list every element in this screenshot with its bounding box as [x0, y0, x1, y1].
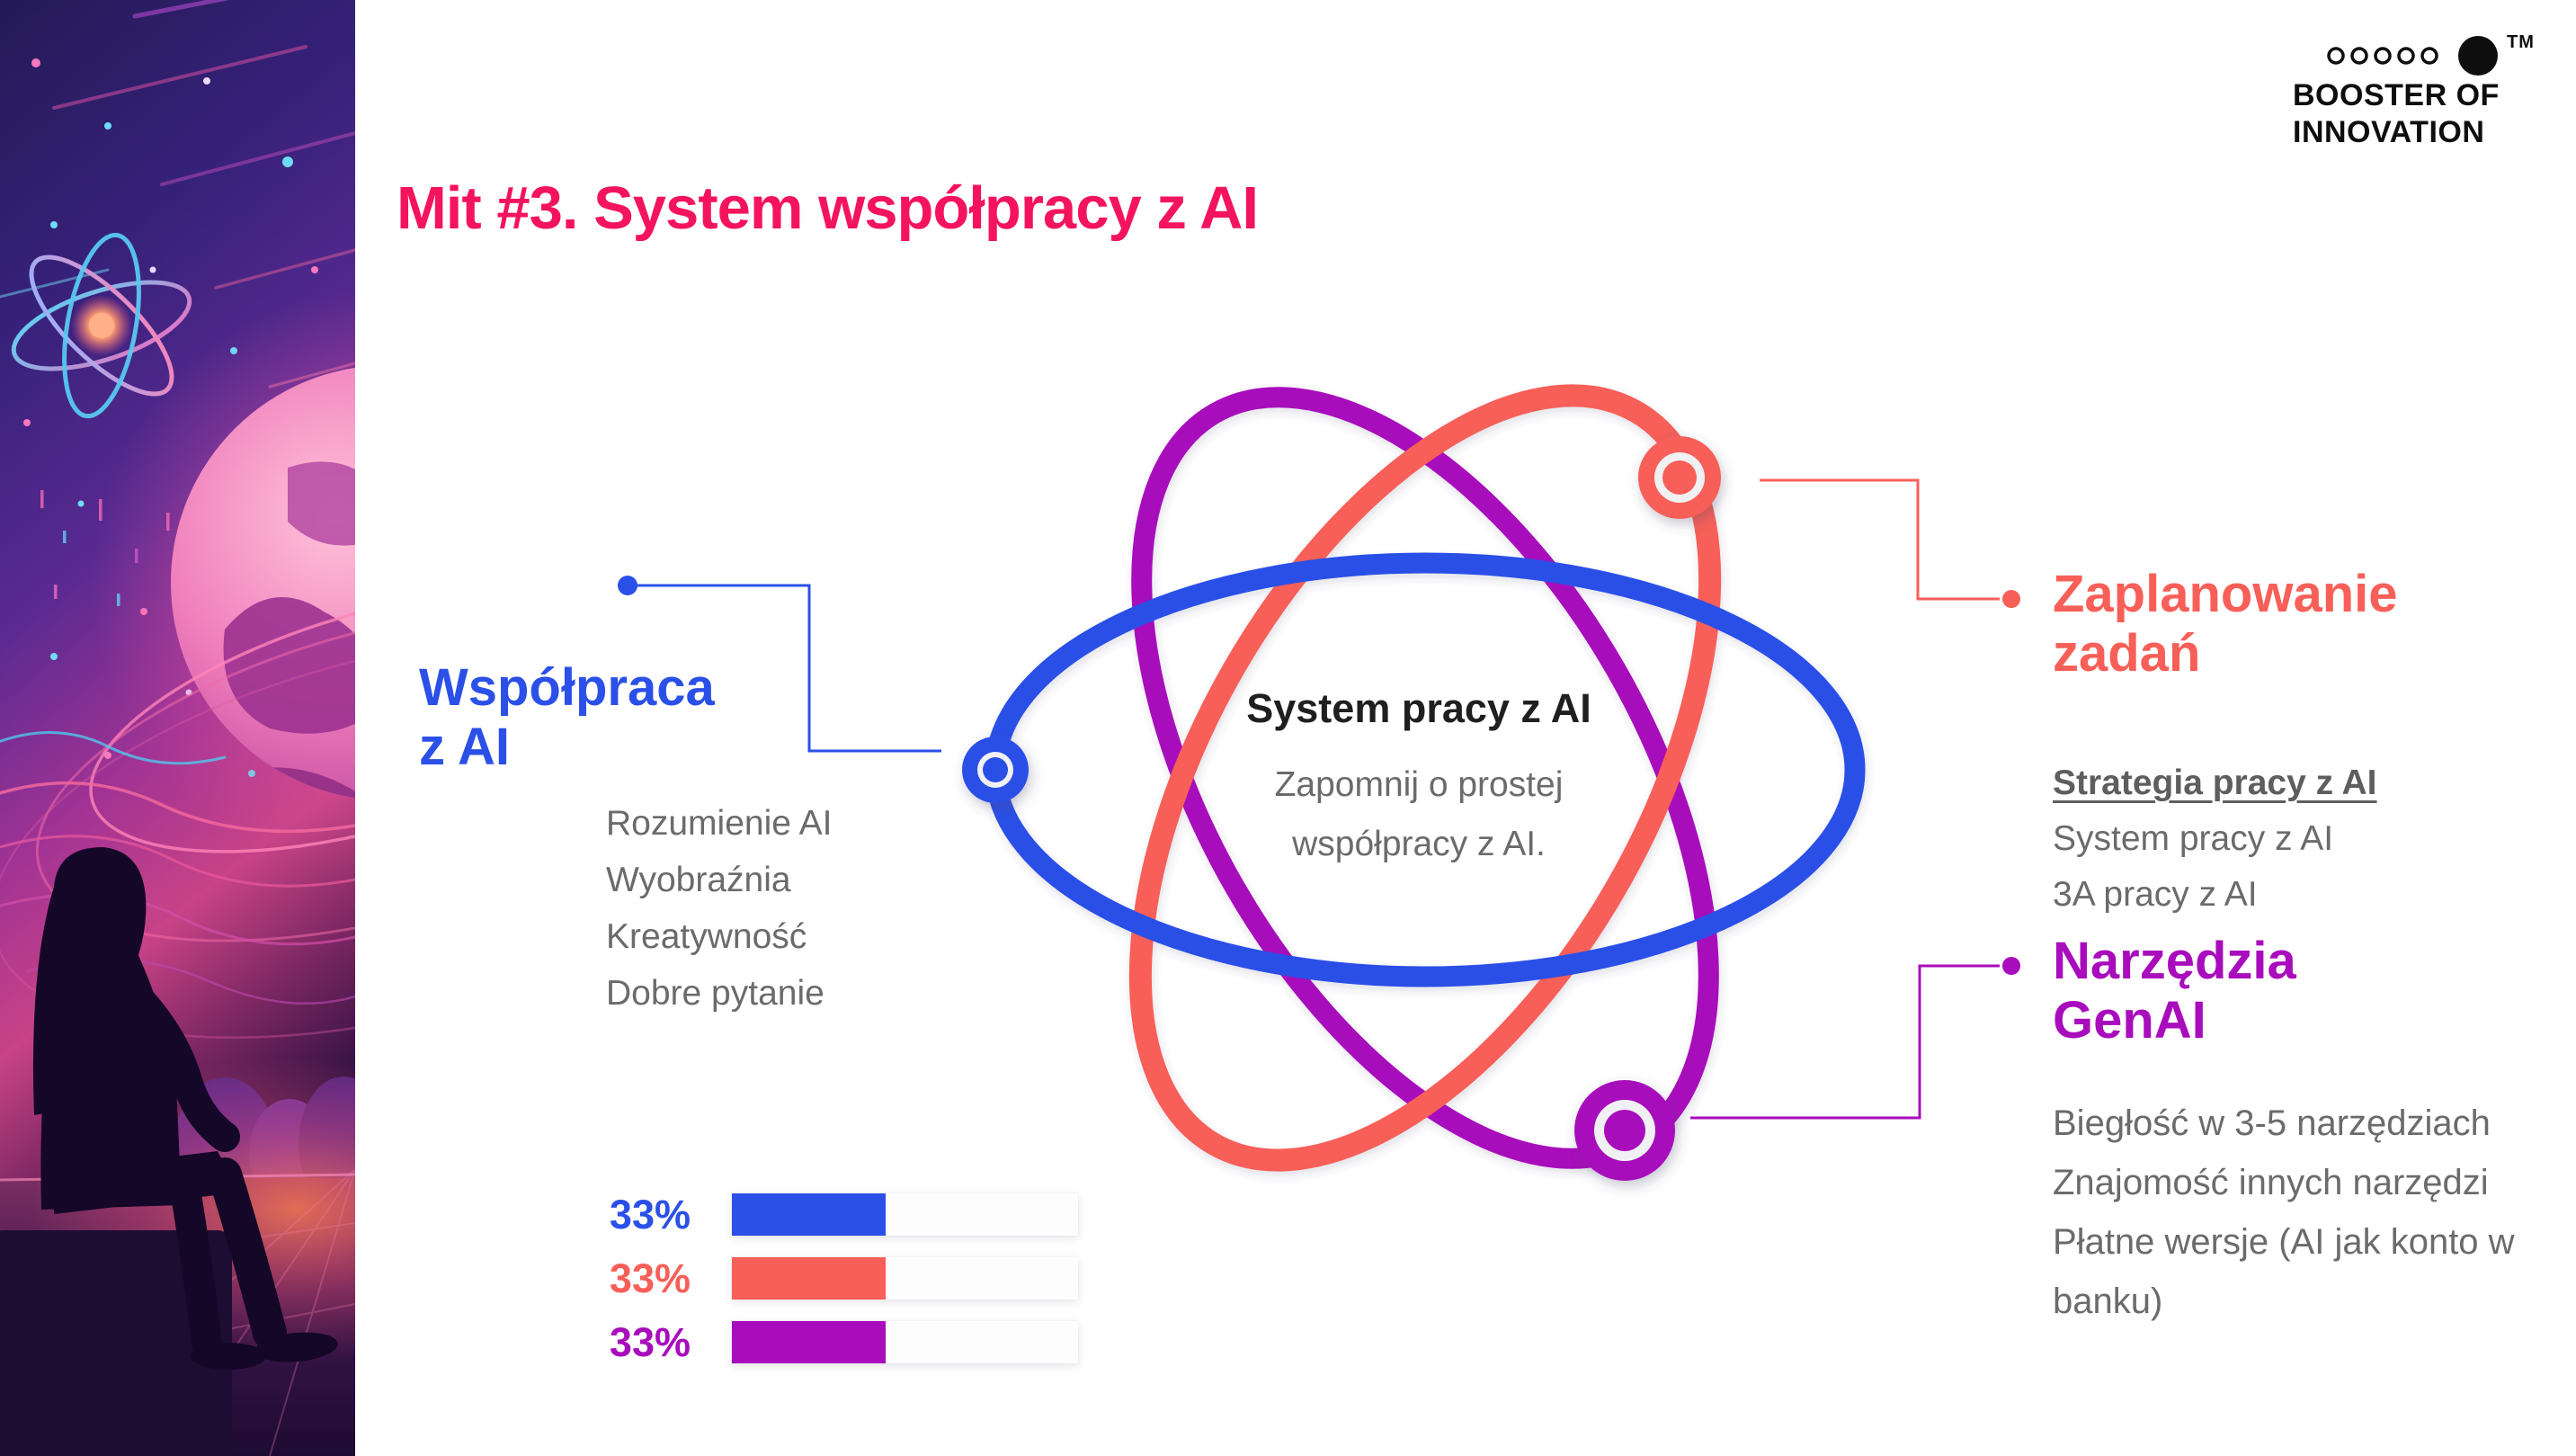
coral-node [1638, 436, 1721, 519]
right-top-section-list: Strategia pracy z AI System pracy z AI 3… [2053, 755, 2377, 923]
right-top-title-line2: zadań [2053, 624, 2201, 683]
bar-fill-purple [732, 1321, 887, 1363]
purple-connector [1690, 957, 2020, 1120]
left-section-title: Współpraca z AI [419, 658, 715, 777]
list-item: System pracy z AI [2053, 819, 2334, 858]
right-bottom-section-list: Biegłość w 3-5 narzędziach Znajomość inn… [2053, 1094, 2556, 1331]
art-dashes [40, 490, 170, 606]
bar-chart: 33% 33% 33% [590, 1193, 1078, 1385]
bar-track-purple [732, 1321, 1078, 1363]
left-section-title-line2: z AI [419, 718, 510, 776]
left-section-title-line1: Współpraca [419, 658, 715, 717]
right-bottom-title-line2: GenAI [2053, 991, 2206, 1050]
bar-value-label-blue: 33% [609, 1192, 691, 1237]
person-silhouette [0, 847, 338, 1456]
coral-connector-dot [2002, 590, 2020, 608]
list-item: Rozumienie AI [606, 804, 833, 843]
list-item: Znajomość innych narzędzi [2053, 1163, 2489, 1202]
purple-connector-line [1690, 964, 2000, 1120]
blue-node [962, 737, 1029, 803]
art-planet [0, 288, 355, 1039]
list-item: Dobre pytanie [606, 974, 824, 1013]
bar-track-coral [732, 1257, 1078, 1300]
bar-row-purple: 33% [590, 1321, 1078, 1363]
purple-node [1574, 1080, 1675, 1181]
list-item: Płatne wersje (AI jak konto w banku) [2053, 1222, 2515, 1321]
coral-connector [1760, 478, 2020, 608]
diagram-center-subtitle: Zapomnij o prostej współpracy z AI. [1274, 764, 1564, 863]
brand-logo: BOOSTER OF INNOVATION [2293, 77, 2500, 151]
page-title: Mit #3. System współpracy z AI [397, 174, 1259, 242]
atom-symbol-icon [11, 232, 192, 419]
blue-connector-dot [618, 576, 637, 595]
diagram-center-title: System pracy z AI [1246, 685, 1591, 731]
purple-connector-dot [2002, 957, 2020, 975]
bar-fill-coral [732, 1257, 887, 1300]
list-item: Biegłość w 3-5 narzędziach [2053, 1103, 2491, 1143]
list-item: Kreatywność [606, 917, 807, 956]
list-item-underlined: Strategia pracy z AI [2053, 764, 2377, 802]
bar-value-label-purple: 33% [609, 1319, 691, 1365]
bench [0, 1230, 232, 1456]
right-top-section-title: Zaplanowanie zadań [2053, 565, 2398, 683]
bar-row-coral: 33% [590, 1257, 1078, 1300]
list-item: Wyobraźnia [606, 861, 791, 899]
logo-line2: INNOVATION [2293, 115, 2485, 149]
bar-fill-blue [732, 1193, 887, 1236]
logo-dots-icon [2327, 36, 2498, 76]
bar-value-label-coral: 33% [609, 1255, 691, 1301]
list-item: 3A pracy z AI [2053, 875, 2258, 914]
diagram-center-label: System pracy z AI Zapomnij o prostej wsp… [1194, 685, 1644, 874]
logo-line1: BOOSTER OF [2293, 78, 2500, 112]
coral-connector-line [1760, 478, 2000, 601]
left-section-list: Rozumienie AI Wyobraźnia Kreatywność Dob… [606, 795, 832, 1022]
right-bottom-section-title: Narzędzia GenAI [2053, 932, 2296, 1050]
art-streaks [0, 0, 355, 389]
right-bottom-title-line1: Narzędzia [2053, 932, 2296, 990]
bar-row-blue: 33% [590, 1193, 1078, 1236]
left-decorative-panel [0, 0, 355, 1456]
logo-tm-mark: TM [2507, 32, 2535, 52]
bar-track-blue [732, 1193, 1078, 1236]
right-top-title-line1: Zaplanowanie [2053, 565, 2398, 623]
